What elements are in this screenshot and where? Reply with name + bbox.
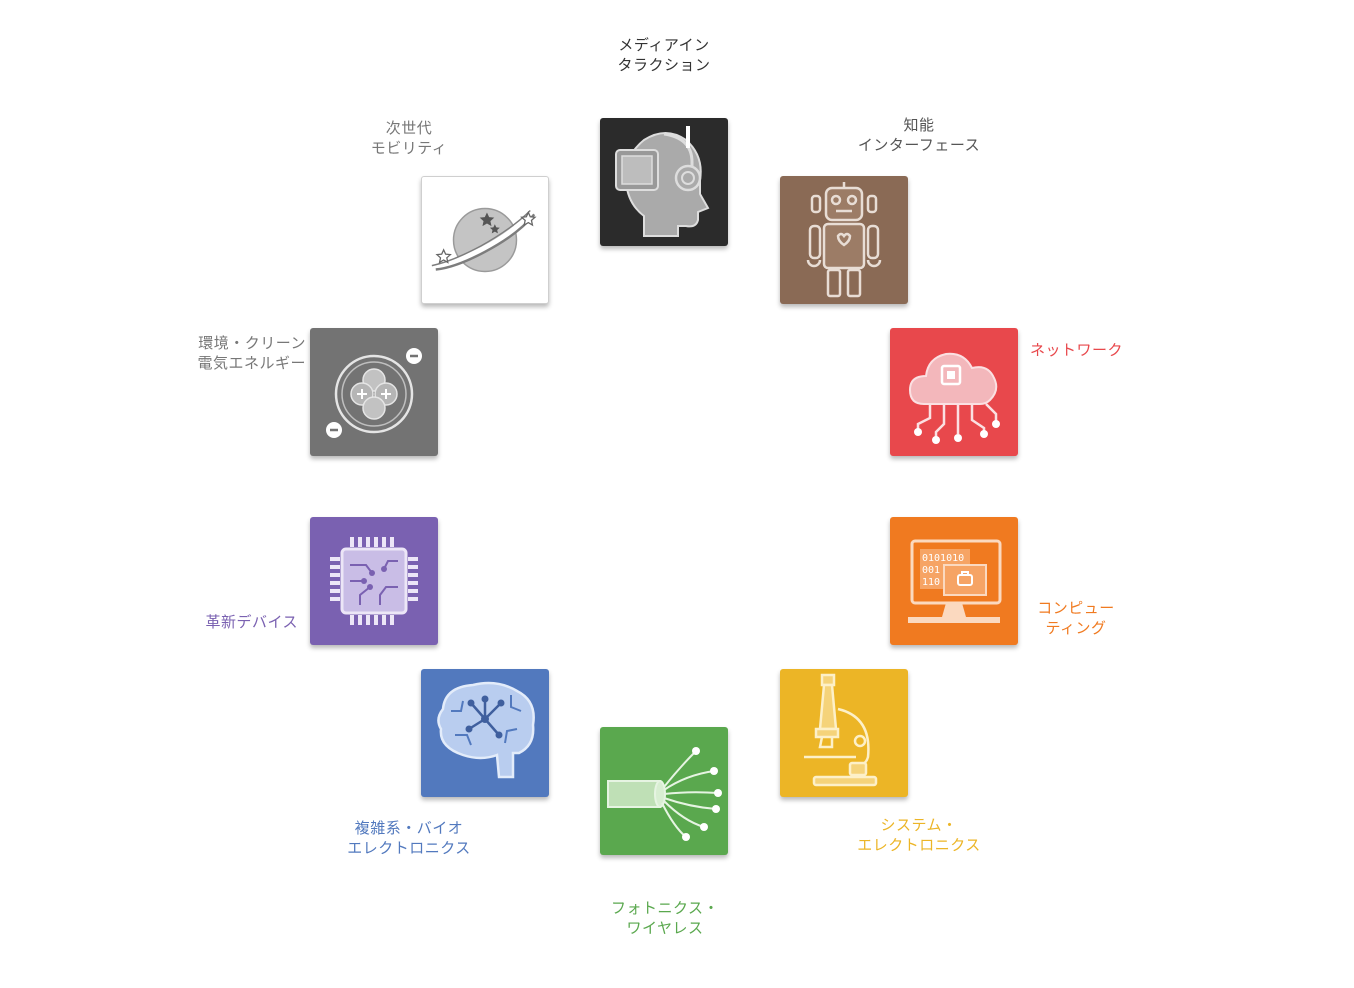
tile-bio-electronics[interactable] bbox=[421, 669, 549, 797]
vr-headset-head-icon bbox=[615, 126, 710, 237]
label-bio-electronics: 複雑系・バイオ エレクトロニクス bbox=[347, 819, 471, 857]
microchip-icon bbox=[330, 537, 418, 625]
tile-photonics-wireless[interactable] bbox=[600, 727, 728, 855]
label-media-interaction: メディアイン タラクション bbox=[617, 36, 711, 74]
cloud-network-icon bbox=[908, 352, 1000, 444]
planet-icon bbox=[431, 207, 537, 273]
tile-media-interaction[interactable] bbox=[600, 118, 728, 246]
tile-innovative-devices[interactable] bbox=[310, 517, 438, 645]
tile-next-gen-mobility[interactable] bbox=[421, 176, 549, 304]
robot-icon bbox=[806, 182, 882, 298]
label-next-gen-mobility: 次世代 モビリティ bbox=[370, 119, 448, 157]
microscope-icon bbox=[804, 673, 878, 787]
label-network: ネットワーク bbox=[1030, 341, 1124, 359]
label-system-electronics: システム・ エレクトロニクス bbox=[857, 816, 981, 854]
tile-intelligent-interface[interactable] bbox=[780, 176, 908, 304]
tile-clean-energy[interactable] bbox=[310, 328, 438, 456]
label-intelligent-interface: 知能 インターフェース bbox=[857, 116, 981, 154]
label-innovative-devices: 革新デバイス bbox=[205, 613, 298, 631]
atom-ions-icon bbox=[326, 348, 422, 438]
label-photonics-wireless: フォトニクス・ ワイヤレス bbox=[610, 899, 720, 937]
label-computing: コンピュー ティング bbox=[1037, 599, 1115, 637]
tile-system-electronics[interactable] bbox=[780, 669, 908, 797]
computer-monitor-icon: 0101010 001 110 bbox=[908, 539, 1002, 623]
svg-text:110: 110 bbox=[922, 577, 940, 588]
label-clean-energy: 環境・クリーン 電気エネルギー bbox=[197, 334, 306, 372]
svg-text:001: 001 bbox=[922, 565, 940, 576]
tile-computing[interactable]: 0101010 001 110 bbox=[890, 517, 1018, 645]
tile-network[interactable] bbox=[890, 328, 1018, 456]
svg-text:0101010: 0101010 bbox=[922, 553, 964, 564]
optical-fiber-icon bbox=[607, 747, 722, 841]
brain-icon bbox=[437, 681, 535, 779]
